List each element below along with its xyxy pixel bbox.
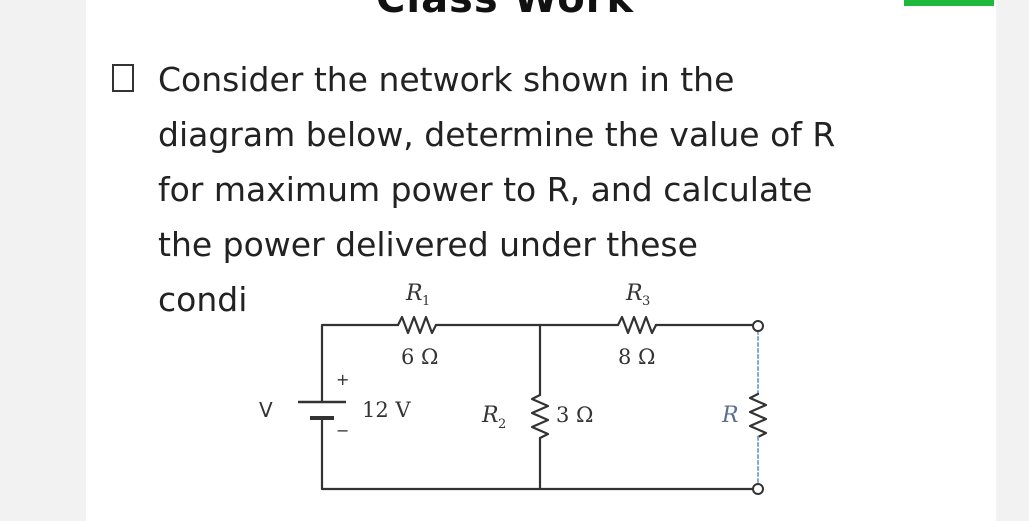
accent-bar [904,0,994,6]
r1-name: R [405,281,423,306]
question-line-2: diagram below, determine the value of R [158,115,836,154]
question-line-3: for maximum power to R, and calculate [158,170,813,209]
battery-minus-sign: − [336,421,349,440]
terminal-bottom [752,483,764,495]
r2-name: R [481,403,499,428]
slide-title: Class Work [376,0,634,22]
source-label: V [259,398,273,422]
r3-name: R [625,281,643,306]
question-line-1: Consider the network shown in the [158,60,735,99]
source-value: 12 V [362,398,411,422]
load-r-name: R [721,403,739,428]
question-line-5: condi [158,280,248,319]
square-bullet-icon [112,64,134,92]
resistor-r3-zigzag [616,315,658,335]
battery-plus-sign: + [336,370,349,389]
r3-subscript: 3 [642,294,650,309]
r3-value: 8 Ω [618,345,655,369]
question-text: Consider the network shown in the diagra… [112,52,958,327]
r2-subscript: 2 [498,417,506,432]
resistor-r2-zigzag [530,393,550,440]
r2-value: 3 Ω [556,403,593,427]
resistor-r1-zigzag [396,315,438,335]
r1-value: 6 Ω [401,345,438,369]
terminal-top [752,320,764,332]
circuit-diagram: + − V 12 V R 1 6 Ω R 3 8 Ω R 2 3 Ω R [259,281,768,495]
question-line-4: the power delivered under these [158,225,698,264]
slide: Class Work Consider the network shown in… [86,0,996,521]
wire-top-left [320,323,400,404]
resistor-load-zigzag [748,392,768,439]
r1-subscript: 1 [422,294,430,309]
